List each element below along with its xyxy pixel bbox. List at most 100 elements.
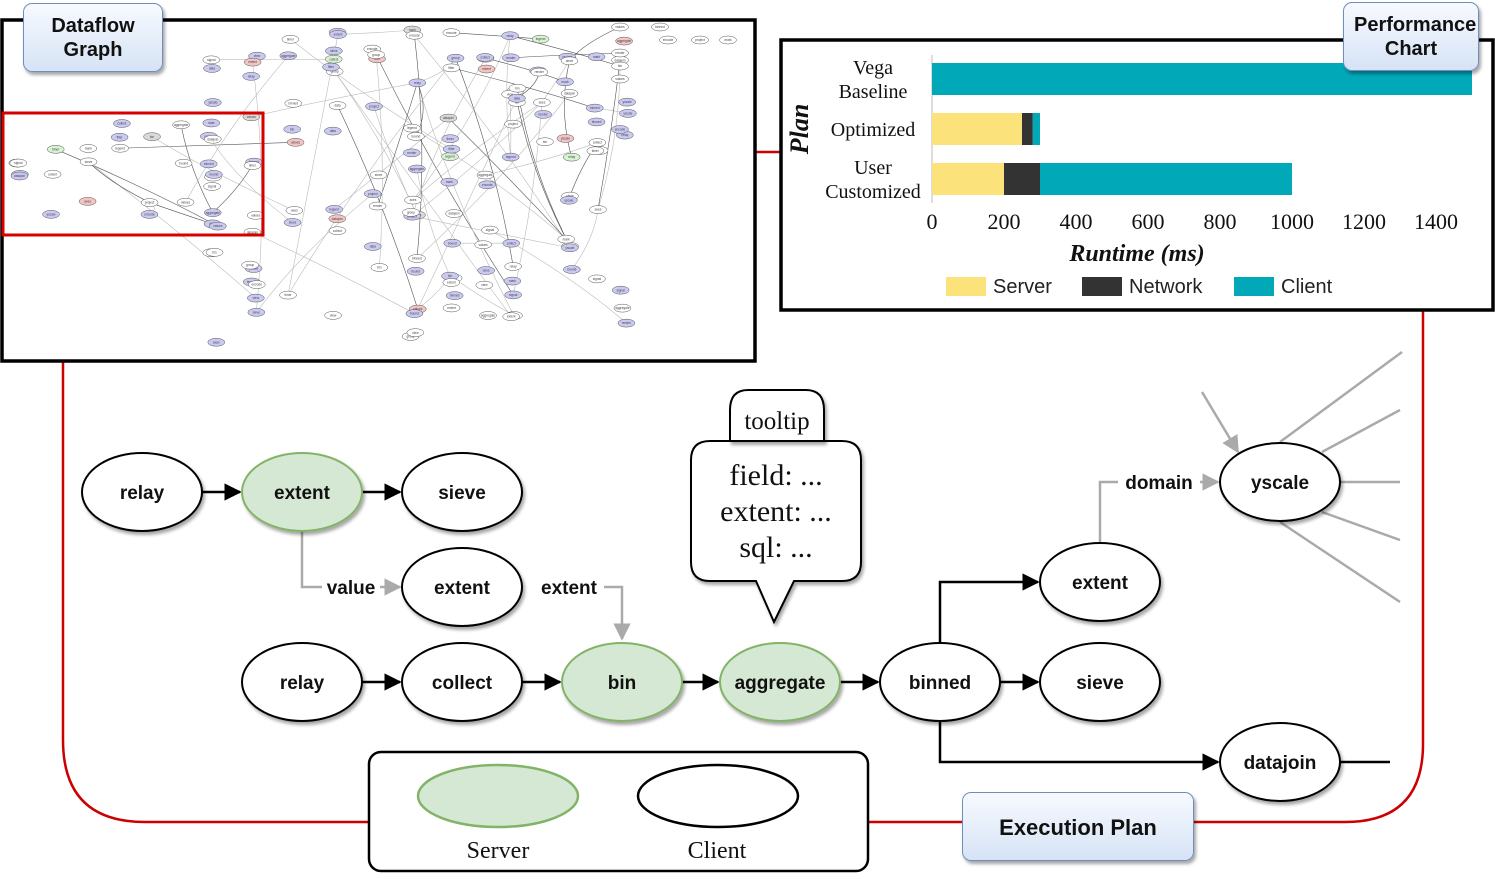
minimap-node-label: binned bbox=[655, 25, 665, 29]
minimap-edge bbox=[375, 54, 383, 268]
y-axis-title: Plan bbox=[785, 104, 814, 156]
minimap-node bbox=[247, 293, 265, 303]
minimap-node-label: view bbox=[481, 283, 488, 287]
minimap-node bbox=[406, 266, 425, 276]
minimap-node-label: aggregate bbox=[478, 173, 493, 177]
minimap-node-label: data bbox=[208, 121, 214, 125]
minimap-node bbox=[10, 171, 29, 181]
minimap-node-label: sieve bbox=[85, 160, 93, 164]
minimap-node-label: signal bbox=[616, 288, 625, 292]
minimap-edge bbox=[180, 124, 214, 213]
minimap-node bbox=[283, 124, 301, 134]
minimap-node bbox=[501, 31, 519, 40]
minimap-edge bbox=[514, 91, 571, 247]
minimap-node-label: encode bbox=[144, 213, 155, 217]
node-yscale: yscale bbox=[1219, 442, 1341, 522]
minimap-node-label: binned bbox=[590, 106, 600, 110]
legend-label-client: Client bbox=[1281, 276, 1333, 298]
minimap-node-label: encode bbox=[252, 283, 263, 287]
minimap-node bbox=[445, 291, 464, 300]
minimap-node-label: binned bbox=[450, 294, 460, 298]
tooltip-line-extent: extent: ... bbox=[720, 495, 832, 528]
legend-label-network: Network bbox=[1129, 276, 1203, 298]
minimap-node bbox=[479, 311, 497, 320]
x-tick-label-7: 1400 bbox=[1414, 209, 1458, 234]
minimap-node bbox=[199, 159, 218, 169]
minimap-node-label: render bbox=[407, 151, 417, 155]
minimap-node-label: relay bbox=[621, 133, 628, 137]
node-bin-server: bin bbox=[561, 642, 683, 722]
minimap-edge bbox=[510, 52, 621, 59]
minimap-node-label: collect bbox=[507, 241, 516, 245]
minimap-node bbox=[365, 102, 383, 111]
edge-binned-extent bbox=[938, 573, 1040, 643]
minimap-node-label: yscale bbox=[564, 198, 573, 202]
minimap-node-label: mark bbox=[562, 80, 569, 84]
minimap-node bbox=[561, 243, 579, 253]
minimap-node bbox=[562, 152, 581, 162]
minimap-node-label: project bbox=[368, 192, 378, 196]
node-aggregate-server-label: aggregate bbox=[735, 673, 826, 694]
minimap-node bbox=[613, 303, 632, 313]
minimap-node bbox=[243, 57, 262, 67]
tooltip-line-sql: sql: ... bbox=[739, 531, 812, 564]
minimap-node bbox=[203, 182, 221, 191]
minimap-node bbox=[611, 61, 629, 71]
minimap-node bbox=[46, 145, 65, 154]
minimap-node-label: aggregate bbox=[174, 123, 189, 127]
minimap-node bbox=[243, 161, 262, 170]
minimap-node-label: extent bbox=[447, 281, 456, 285]
minimap-node-label: view bbox=[253, 296, 260, 300]
minimap-node-label: legend bbox=[536, 37, 546, 41]
minimap-node-label: datajoin bbox=[207, 137, 218, 141]
minimap-node-label: data bbox=[514, 96, 520, 100]
minimap-node bbox=[369, 170, 388, 180]
edge-yscale-out-5 bbox=[1279, 520, 1401, 604]
minimap-node bbox=[281, 35, 300, 44]
tooltip-title: tooltip bbox=[744, 408, 809, 435]
minimap-node-label: binned bbox=[204, 162, 214, 166]
minimap-node-label: extent bbox=[248, 60, 257, 64]
tooltip-tab bbox=[729, 389, 825, 442]
minimap-node bbox=[442, 63, 461, 73]
minimap-node-label: bound bbox=[209, 173, 218, 177]
minimap-node bbox=[202, 118, 221, 128]
minimap-node-label: yscale bbox=[565, 246, 574, 250]
minimap-node-label: timer bbox=[52, 147, 60, 151]
minimap-node-label: timer bbox=[447, 137, 455, 141]
minimap-node-label: project bbox=[369, 105, 379, 109]
edge-yscale-out-2 bbox=[1321, 408, 1401, 454]
minimap-node bbox=[502, 312, 520, 321]
minimap-node-label: yscale bbox=[623, 111, 632, 115]
minimap-edge bbox=[252, 231, 415, 314]
node-extent-right: extent bbox=[1039, 542, 1161, 622]
minimap-edge bbox=[88, 161, 257, 299]
plan-legend: Server Client bbox=[367, 750, 870, 873]
bar-network-2 bbox=[1004, 163, 1040, 195]
minimap-node-label: bin bbox=[515, 86, 519, 90]
minimap-edge bbox=[416, 93, 570, 259]
node-collect-label: collect bbox=[432, 673, 493, 694]
minimap-node bbox=[445, 209, 463, 218]
minimap-edge bbox=[416, 168, 451, 277]
minimap-edge bbox=[185, 55, 289, 203]
node-datajoin: datajoin bbox=[1219, 722, 1341, 802]
minimap-node bbox=[113, 119, 131, 128]
edge-label-value: value bbox=[327, 578, 376, 599]
minimap-node bbox=[615, 36, 633, 46]
minimap-node bbox=[474, 240, 492, 249]
minimap-node bbox=[248, 280, 266, 289]
x-tick-label-4: 800 bbox=[1204, 209, 1237, 234]
minimap-node bbox=[442, 278, 461, 287]
minimap-node bbox=[611, 285, 630, 295]
minimap-node bbox=[476, 53, 494, 62]
minimap-node-label: bin bbox=[212, 250, 216, 254]
minimap-node bbox=[588, 138, 607, 147]
node-bin-server-label: bin bbox=[608, 673, 637, 694]
minimap-node-label: filter bbox=[449, 147, 456, 151]
minimap-node bbox=[441, 134, 459, 143]
minimap-node-label: datajoin bbox=[332, 217, 343, 221]
legend-label-server: Server bbox=[993, 276, 1052, 298]
minimap-node bbox=[172, 120, 190, 130]
minimap-node-label: bin bbox=[290, 127, 294, 131]
